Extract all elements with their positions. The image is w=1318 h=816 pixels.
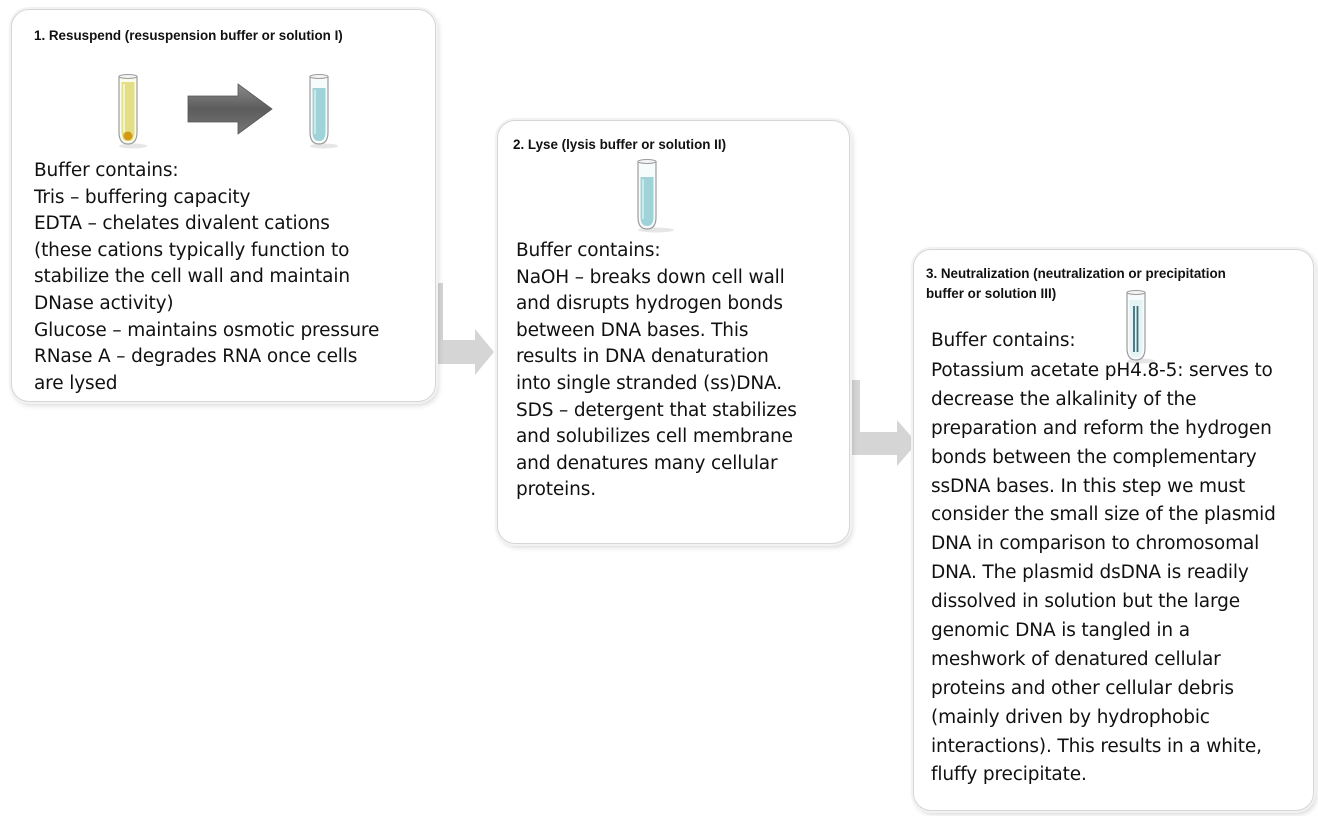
step-1-line: Buffer contains:	[34, 160, 179, 181]
step-3-title-line: buffer or solution III)	[926, 286, 1057, 301]
step-1-line: (these cations typically function to	[34, 239, 350, 261]
step-3-line: proteins and other cellular debris	[931, 677, 1234, 699]
step-3-line: interactions). This results in a white,	[931, 735, 1262, 757]
step-3-line: bonds between the complementary	[931, 446, 1257, 468]
block-arrow-icon	[187, 83, 273, 135]
step-2-line: results in DNA denaturation	[516, 346, 769, 368]
step-1-line: are lysed	[34, 372, 118, 394]
step-3-line: (mainly driven by hydrophobic	[931, 706, 1210, 728]
step-1-line: Tris – buffering capacity	[34, 186, 251, 208]
step-3-line: DNA in comparison to chromosomal	[931, 533, 1260, 555]
step-3-line: DNA. The plasmid dsDNA is readily	[931, 562, 1249, 584]
step-2-line: into single stranded (ss)DNA.	[516, 372, 782, 394]
step-2-title: 2. Lyse (lysis buffer or solution II)	[513, 137, 727, 152]
step-3-title-line: 3. Neutralization (neutralization or pre…	[926, 266, 1226, 281]
step-3-line: meshwork of denatured cellular	[931, 648, 1221, 670]
step-1-description: Buffer contains: Tris – buffering capaci…	[34, 158, 379, 397]
step-3-line: decrease the alkalinity of the	[931, 388, 1197, 410]
test-tube-blue-icon	[309, 74, 338, 149]
step-2-line: and solubilizes cell membrane	[516, 426, 793, 448]
step-1-line: EDTA – chelates divalent cations	[34, 213, 330, 235]
step-3-title: 3. Neutralization (neutralization or pre…	[926, 264, 1316, 304]
step-1-line: DNase activity)	[34, 292, 174, 314]
step-2-line: proteins.	[516, 479, 596, 501]
step-3-card: 3. Neutralization (neutralization or pre…	[913, 249, 1314, 811]
step-3-line: preparation and reform the hydrogen	[931, 417, 1272, 439]
step-3-line: consider the small size of the plasmid	[931, 504, 1276, 526]
step-2-card: 2. Lyse (lysis buffer or solution II) Bu…	[497, 120, 850, 544]
step-1-card: 1. Resuspend (resuspension buffer or sol…	[11, 9, 436, 402]
test-tube-precipitate-icon	[1126, 290, 1155, 364]
step-3-line: fluffy precipitate.	[931, 764, 1087, 786]
step-2-line: Buffer contains:	[516, 240, 661, 261]
step-2-line: SDS – detergent that stabilizes	[516, 399, 797, 421]
step-2-line: and denatures many cellular	[516, 452, 778, 474]
step-2-line: and disrupts hydrogen bonds	[516, 293, 783, 315]
step-1-line: RNase A – degrades RNA once cells	[34, 346, 358, 368]
step-1-line: stabilize the cell wall and maintain	[34, 266, 350, 288]
step-2-description: Buffer contains: NaOH – breaks down cell…	[516, 238, 797, 504]
step-3-line: dissolved in solution but the large	[931, 591, 1240, 613]
step-3-line: ssDNA bases. In this step we must	[931, 475, 1246, 497]
step-2-line: between DNA bases. This	[516, 319, 749, 341]
step-1-line: Glucose – maintains osmotic pressure	[34, 319, 380, 341]
step-2-line: NaOH – breaks down cell wall	[516, 266, 785, 288]
test-tube-yellow-icon	[118, 74, 147, 149]
step-3-buffer-heading: Buffer contains:	[931, 330, 1076, 351]
test-tube-blue-icon	[637, 159, 674, 233]
step-3-line: genomic DNA is tangled in a	[931, 620, 1190, 642]
step-1-title: 1. Resuspend (resuspension buffer or sol…	[34, 28, 343, 43]
step-3-line: Potassium acetate pH4.8-5: serves to	[931, 360, 1273, 381]
step-3-description: Potassium acetate pH4.8-5: serves to dec…	[931, 357, 1276, 790]
